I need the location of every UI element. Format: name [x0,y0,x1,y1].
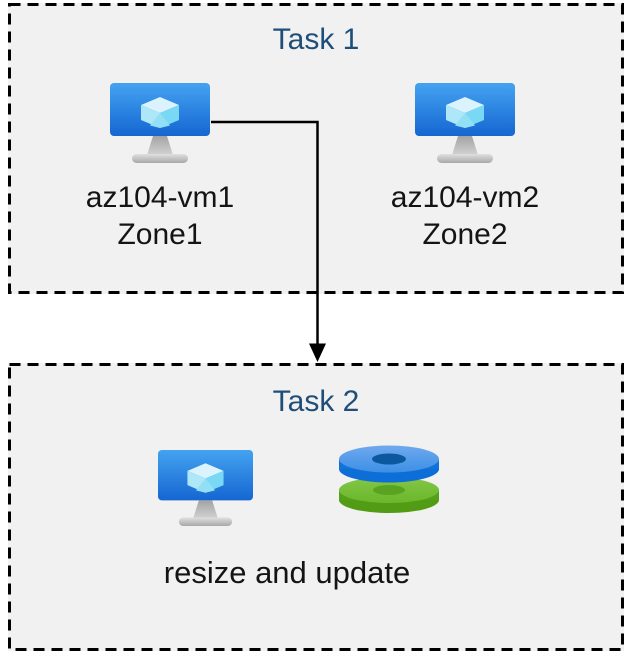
vm1-group: az104-vm1 Zone1 [50,83,270,253]
vm2-label: az104-vm2 Zone2 [355,179,575,253]
vm1-label: az104-vm1 Zone1 [50,179,270,253]
task2-caption: resize and update [163,555,411,590]
disks-icon [337,444,441,516]
virtual-machine-icon [415,83,515,163]
vm2-name: az104-vm2 [390,181,540,214]
vm1-name: az104-vm1 [85,181,235,214]
arrow-head-icon [309,343,326,362]
task2-title: Task 2 [272,385,360,418]
vm1-zone: Zone1 [117,218,203,251]
vm2-group: az104-vm2 Zone2 [355,83,575,253]
virtual-machine-icon [110,83,210,163]
virtual-machine-icon [158,450,253,526]
task1-title: Task 1 [272,23,360,56]
vm2-zone: Zone2 [422,218,508,251]
task2-box: Task 2 resize and update [8,363,624,651]
task1-box: Task 1 az104-vm1 Zone1 az104-vm2 Zone2 [8,3,624,294]
